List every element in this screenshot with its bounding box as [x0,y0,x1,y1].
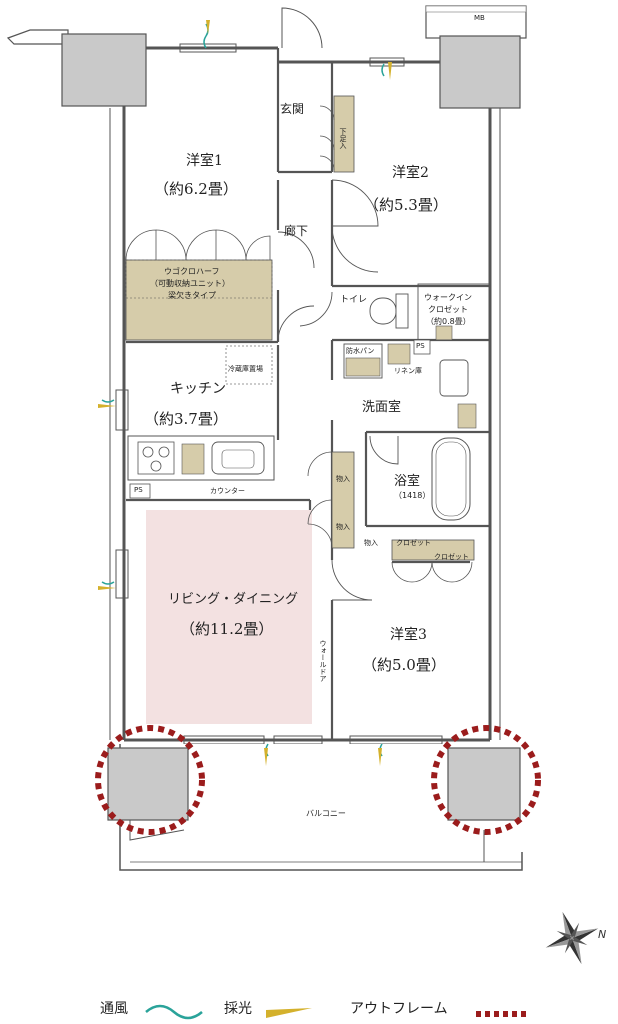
counter-label: カウンター [210,487,245,495]
outframe-marker-right [431,725,541,835]
storage-a-label: 物入 [336,475,350,483]
column-bottom-right [447,747,521,821]
bathtub [431,437,471,521]
outframe-marker-left [95,725,205,835]
bedroom2-name: 洋室2 [392,165,429,181]
ps-box-wash [413,339,431,355]
wash-basin [439,359,469,397]
walkin-name-line1: ウォークイン [424,293,472,302]
bedroom3-size: （約5.0畳） [362,656,446,674]
compass-star [545,911,599,965]
living-size: （約11.2畳） [180,620,274,638]
living-name: リビング・ダイニング [168,592,299,607]
bedroom3-name: 洋室3 [390,627,427,643]
column-top-left [61,33,147,107]
storage-hall [331,451,355,549]
waterproof-pan-label: 防水パン [346,347,375,355]
bedroom2-size: （約5.3畳） [364,196,448,214]
closet-bedroom3 [391,539,475,561]
kitchen-name: キッチン [170,381,226,397]
legend-daylight-label: 採光 [224,1001,252,1017]
outer-walls [109,46,501,742]
toilet-bowl [369,297,397,325]
entrance-door [281,7,323,49]
kitchen-sink [211,441,265,475]
storage-unit-label-1: ウゴクロハーフ [164,267,220,276]
windows [115,43,443,745]
bath-name: 浴室 [394,474,421,489]
entrance-name: 玄関 [280,102,305,116]
walkin-name-line2: クロゼット [428,305,468,314]
column-bottom-left [107,747,189,821]
storage-unit-label-2: （可動収納ユニット） [150,279,230,288]
shoe-box-label: 下足入 [339,128,347,149]
hallway-name: 廊下 [284,224,309,238]
walkin-size: （約0.8畳） [426,317,471,326]
fridge-space [225,345,273,385]
top-left-ledge [6,29,69,45]
wall-door-label: ウォールドア [319,640,327,682]
closet-a-label: クロゼット [396,539,431,547]
interior-walls [126,48,490,740]
daylight-marks [98,20,392,766]
toilet-name: トイレ [340,295,368,305]
ps-kitchen-label: PS [134,486,143,494]
ps-box-kitchen [129,483,151,499]
bedroom1-name: 洋室1 [186,153,223,169]
living-dining-area [146,510,312,724]
legend-daylight-symbol [266,1008,312,1018]
ps-wash-label: PS [416,342,425,350]
walkin-closet-shelf [435,325,453,341]
storage-c-label: 物入 [364,539,378,547]
bedroom1-size: （約6.2畳） [154,180,238,198]
column-top-right [439,35,521,109]
kitchen-size: （約3.7畳） [144,410,228,428]
linen-label: リネン庫 [394,367,422,375]
storage-unit-doors [125,229,271,261]
storage-unit-label-3: 梁欠きタイプ [168,291,216,300]
legend-ventilation-label: 通風 [100,1001,128,1017]
washroom-name: 洗面室 [362,400,402,415]
legend-outframe-label: アウトフレーム [350,1001,448,1017]
legend-ventilation-symbol [145,1004,203,1020]
storage-unit [125,259,273,341]
compass-north-label: N [598,928,607,941]
fridge-label: 冷蔵庫置場 [228,365,263,373]
shoe-box-area [333,95,355,173]
linen-cabinet [387,343,411,365]
bath-size: （1418） [394,491,431,500]
closet-b-label: クロゼット [434,553,469,561]
mb-label: MB [474,14,485,22]
balcony-name: バルコニー [306,809,346,818]
storage-b-label: 物入 [336,523,350,531]
